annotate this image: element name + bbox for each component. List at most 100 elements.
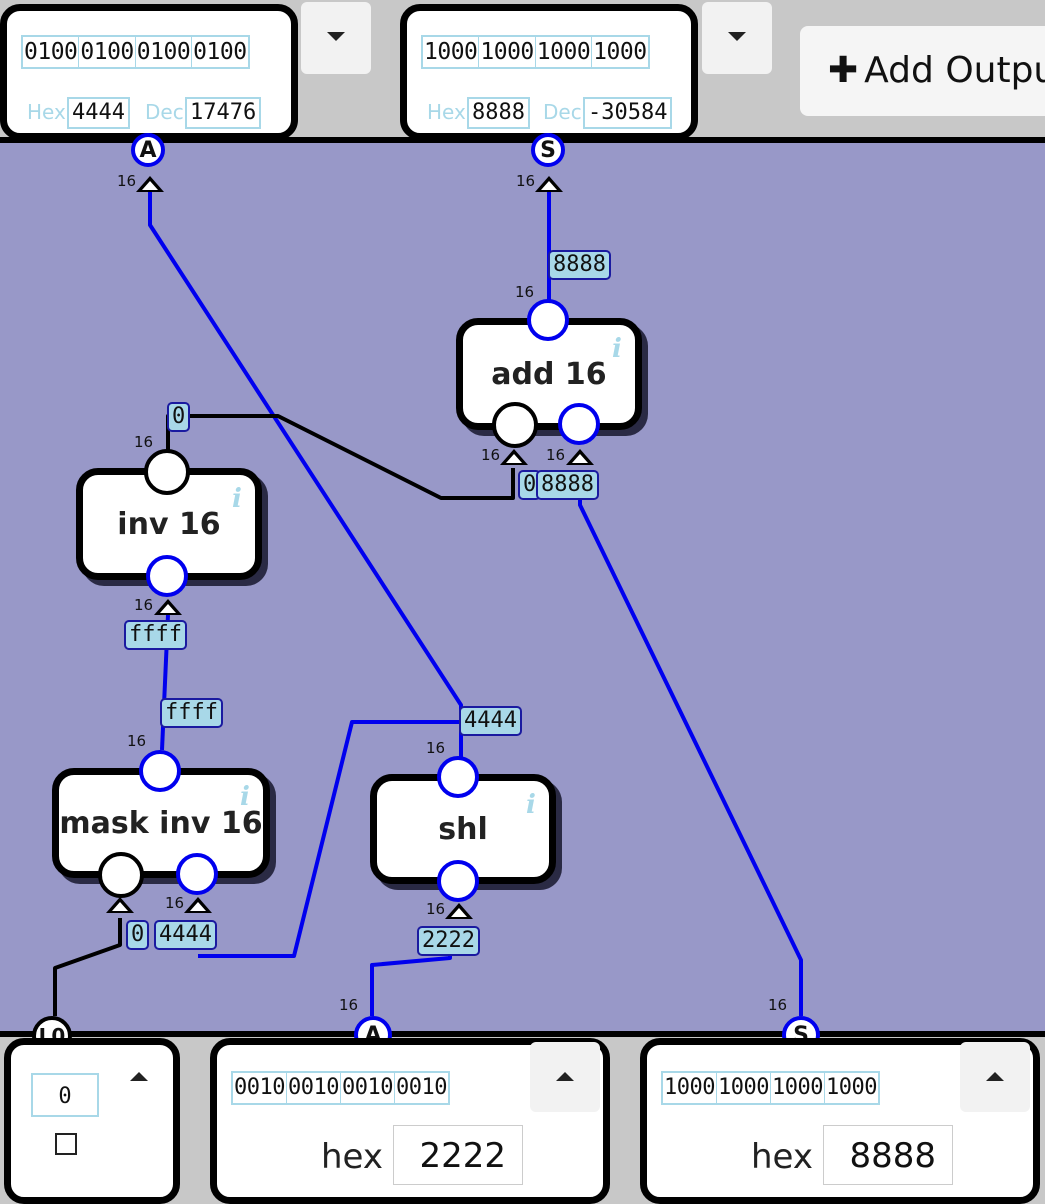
bit-group[interactable]: 0100 (136, 37, 193, 67)
hex-value: 8888 (823, 1125, 953, 1185)
hex-label: hex (751, 1137, 813, 1177)
gate-label: mask inv 16 (59, 805, 263, 841)
hex-label: hex (321, 1137, 383, 1177)
input-s-bits[interactable]: 1000 1000 1000 1000 (421, 35, 650, 69)
bit-group[interactable]: 0100 (193, 39, 247, 65)
pin-direction-icon (184, 897, 212, 913)
chevron-up-icon (986, 1072, 1004, 1081)
bit-group[interactable]: 1000 (536, 37, 593, 67)
bit-group[interactable]: 1000 (424, 37, 480, 67)
bit-width: 16 (515, 283, 535, 301)
wire-value-label: 8888 (536, 470, 599, 500)
hex-label: Hex (427, 100, 466, 124)
info-icon[interactable]: i (526, 790, 536, 820)
bit-width: 16 (339, 996, 359, 1014)
info-icon[interactable]: i (232, 484, 242, 514)
add-output-button[interactable]: ✚Add Outpu (800, 26, 1045, 116)
bit-group: 1000 (771, 1073, 825, 1103)
bit-group: 0010 (233, 1073, 287, 1103)
output-l0-panel: 0 (4, 1038, 180, 1204)
pin-input-a[interactable]: A (131, 133, 165, 167)
bit-width: 16 (134, 433, 154, 451)
wire-value-label: 2222 (417, 926, 480, 956)
bit-width: 16 (546, 446, 566, 464)
port-inv-out[interactable] (146, 555, 188, 597)
bit-width: 16 (426, 900, 446, 918)
bit-group[interactable]: 1000 (593, 39, 647, 65)
wire-value-label: 8888 (548, 250, 611, 280)
pin-direction-icon (136, 176, 164, 192)
pin-direction-icon (445, 903, 473, 919)
dec-field[interactable]: -30584 (583, 97, 673, 129)
port-shl-in[interactable] (437, 860, 479, 902)
wire-value-label: 0 (518, 470, 542, 500)
port-add-in-a[interactable] (492, 402, 538, 448)
port-mask-out[interactable] (139, 750, 181, 792)
gate-label: add 16 (491, 356, 607, 392)
output-s-bits: 1000 1000 1000 1000 (661, 1071, 880, 1105)
dec-label: Dec (145, 100, 184, 124)
output-a-bits: 0010 0010 0010 0010 (231, 1071, 450, 1105)
input-s-panel: 1000 1000 1000 1000 Hex 8888 Dec -30584 (400, 4, 698, 140)
bit-group[interactable]: 0100 (24, 37, 80, 67)
port-inv-in[interactable] (144, 449, 190, 495)
port-mask-in-a[interactable] (98, 852, 144, 898)
info-icon[interactable]: i (612, 334, 622, 364)
bit-width: 16 (127, 732, 147, 750)
bit-group: 1000 (717, 1073, 771, 1103)
info-icon[interactable]: i (240, 782, 250, 812)
hex-field[interactable]: 8888 (467, 97, 530, 129)
wire-value-label: ffff (160, 698, 223, 728)
bit-width: 16 (426, 739, 446, 757)
plus-icon: ✚ (828, 50, 859, 91)
wire-value-label: 0 (126, 920, 150, 950)
add-output-label: Add Outpu (864, 50, 1045, 91)
output-a-dropdown-button[interactable] (530, 1042, 600, 1112)
output-l0-dropdown-button[interactable] (104, 1042, 174, 1112)
bit-group: 0010 (395, 1075, 447, 1100)
bit-group: 0010 (341, 1073, 395, 1103)
chevron-down-icon (327, 32, 345, 41)
bit-group: 1000 (663, 1073, 717, 1103)
input-a-dropdown-button[interactable] (301, 2, 371, 74)
gate-label: shl (438, 811, 488, 847)
port-shl-out[interactable] (437, 756, 479, 798)
input-a-panel: 0100 0100 0100 0100 Hex 4444 Dec 17476 (0, 4, 298, 140)
pin-direction-icon (535, 176, 563, 192)
chevron-up-icon (130, 1072, 148, 1081)
port-add-out[interactable] (527, 299, 569, 341)
chevron-down-icon (728, 32, 746, 41)
input-a-bits[interactable]: 0100 0100 0100 0100 (21, 35, 250, 69)
port-mask-in-b[interactable] (176, 853, 218, 895)
bit-width: 16 (516, 172, 536, 190)
bit-width: 16 (768, 996, 788, 1014)
wire-value-label: 4444 (459, 706, 522, 736)
wire-value-label: 4444 (154, 920, 217, 950)
dec-label: Dec (543, 100, 582, 124)
pin-direction-icon (566, 449, 594, 465)
gate-label: inv 16 (117, 506, 221, 542)
wire-value-label: ffff (124, 620, 187, 650)
pin-direction-icon (500, 449, 528, 465)
lamp-value: 0 (31, 1073, 99, 1117)
bit-width: 16 (165, 894, 185, 912)
dec-field[interactable]: 17476 (185, 97, 262, 129)
input-s-dropdown-button[interactable] (702, 2, 772, 74)
chevron-up-icon (556, 1072, 574, 1081)
bit-group[interactable]: 0100 (80, 37, 136, 67)
pin-direction-icon (106, 897, 134, 913)
pin-input-s[interactable]: S (531, 133, 565, 167)
bit-width: 16 (481, 446, 501, 464)
wire-value-label: 0 (167, 402, 191, 432)
bit-group[interactable]: 1000 (480, 37, 536, 67)
pin-direction-icon (154, 599, 182, 615)
lamp-checkbox[interactable] (55, 1133, 77, 1155)
bit-width: 16 (134, 596, 154, 614)
hex-field[interactable]: 4444 (67, 97, 130, 129)
output-s-dropdown-button[interactable] (960, 1042, 1030, 1112)
hex-label: Hex (27, 100, 66, 124)
bit-group: 0010 (287, 1073, 341, 1103)
port-add-in-b[interactable] (558, 403, 600, 445)
bit-group: 1000 (825, 1075, 877, 1100)
bit-width: 16 (117, 172, 137, 190)
